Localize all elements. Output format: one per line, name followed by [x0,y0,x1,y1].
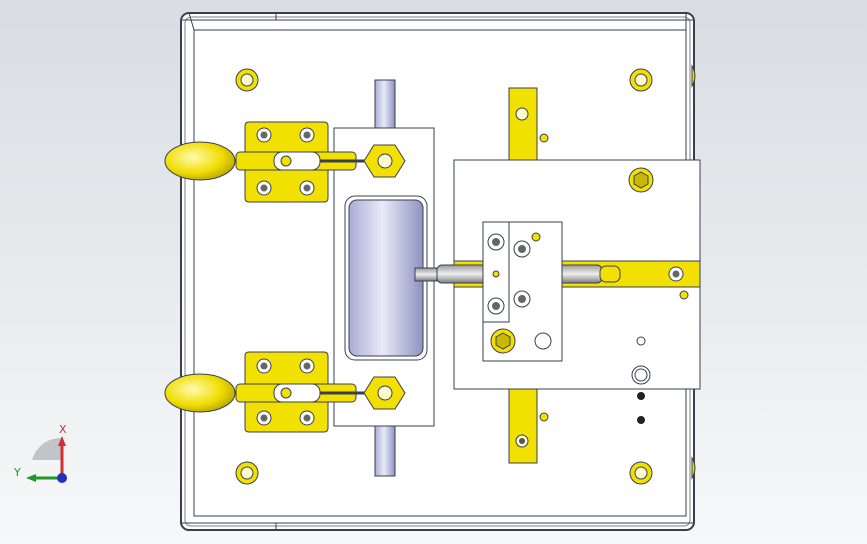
right-edge-bumpers [691,64,696,480]
clamp-handle-grip[interactable] [164,373,236,413]
corner-bushing[interactable] [629,461,653,485]
coordinate-triad: X Y [14,420,84,490]
corner-bushing[interactable] [235,461,259,485]
toggle-clamp-bottom[interactable] [164,351,406,433]
toggle-clamp-top[interactable] [164,121,406,203]
workpiece-holder[interactable] [333,127,435,427]
triad-y-label: Y [14,466,21,479]
triad-graphic [26,436,67,483]
corner-bushing[interactable] [235,68,259,92]
vertical-brass-rail[interactable] [508,87,549,464]
triad-x-label: X [59,423,67,436]
cylindrical-workpiece[interactable] [348,199,424,357]
cam-block[interactable] [482,221,563,362]
corner-bushing[interactable] [629,68,653,92]
clamp-handle-grip[interactable] [164,141,236,181]
